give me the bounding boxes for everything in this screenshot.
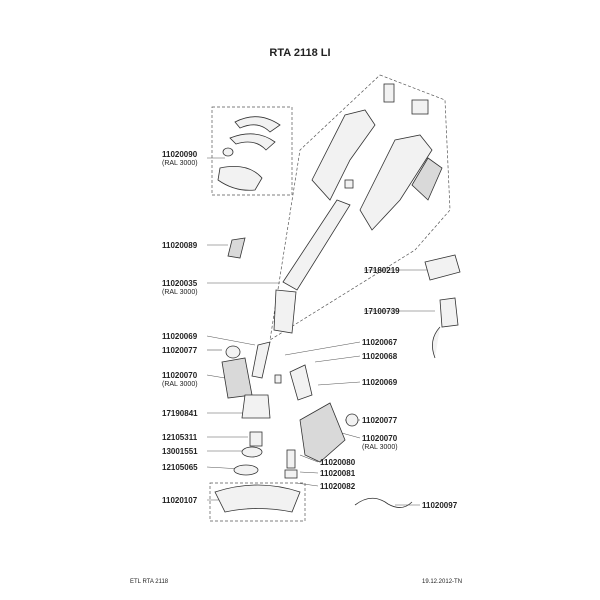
part-note-label: (RAL 3000) — [162, 289, 198, 296]
part-number-label: 11020069 — [162, 332, 198, 341]
part-number-label: 11020082 — [320, 482, 356, 491]
part-note-label: (RAL 3000) — [362, 444, 398, 451]
part-number-label: 11020097 — [422, 501, 458, 510]
part-number-label: 11020035 — [162, 279, 198, 288]
diagram-title: RTA 2118 LI — [269, 47, 331, 59]
part-number-label: 11020090 — [162, 150, 198, 159]
part-number-label: 11020069 — [362, 378, 398, 387]
part-number-label: 12105065 — [162, 463, 198, 472]
part-number-label: 11020089 — [162, 241, 198, 250]
part-number-label: 17100739 — [364, 307, 400, 316]
part-number-label: 13001551 — [162, 447, 198, 456]
footer-date: 19.12.2012-TN — [422, 579, 463, 585]
part-note-label: (RAL 3000) — [162, 381, 198, 388]
group-outline-guard — [209, 482, 306, 522]
part-number-label: 11020068 — [362, 352, 398, 361]
part-number-label: 11020080 — [320, 458, 356, 467]
group-outline-upper — [269, 74, 451, 341]
part-note-label: (RAL 3000) — [162, 160, 198, 167]
part-number-label: 17190841 — [162, 409, 198, 418]
part-number-label: 11020070 — [162, 371, 198, 380]
part-number-label: 11020107 — [162, 496, 198, 505]
part-number-label: 17180219 — [364, 266, 400, 275]
footer-doc-id: ETL RTA 2118 — [130, 579, 169, 585]
part-number-label: 11020077 — [362, 416, 398, 425]
part-number-label: 11020067 — [362, 338, 398, 347]
part-number-label: 12105311 — [162, 433, 198, 442]
group-outline-handle — [211, 106, 293, 196]
part-number-label: 11020081 — [320, 469, 356, 478]
part-number-label: 11020077 — [162, 346, 198, 355]
part-number-label: 11020070 — [362, 434, 398, 443]
